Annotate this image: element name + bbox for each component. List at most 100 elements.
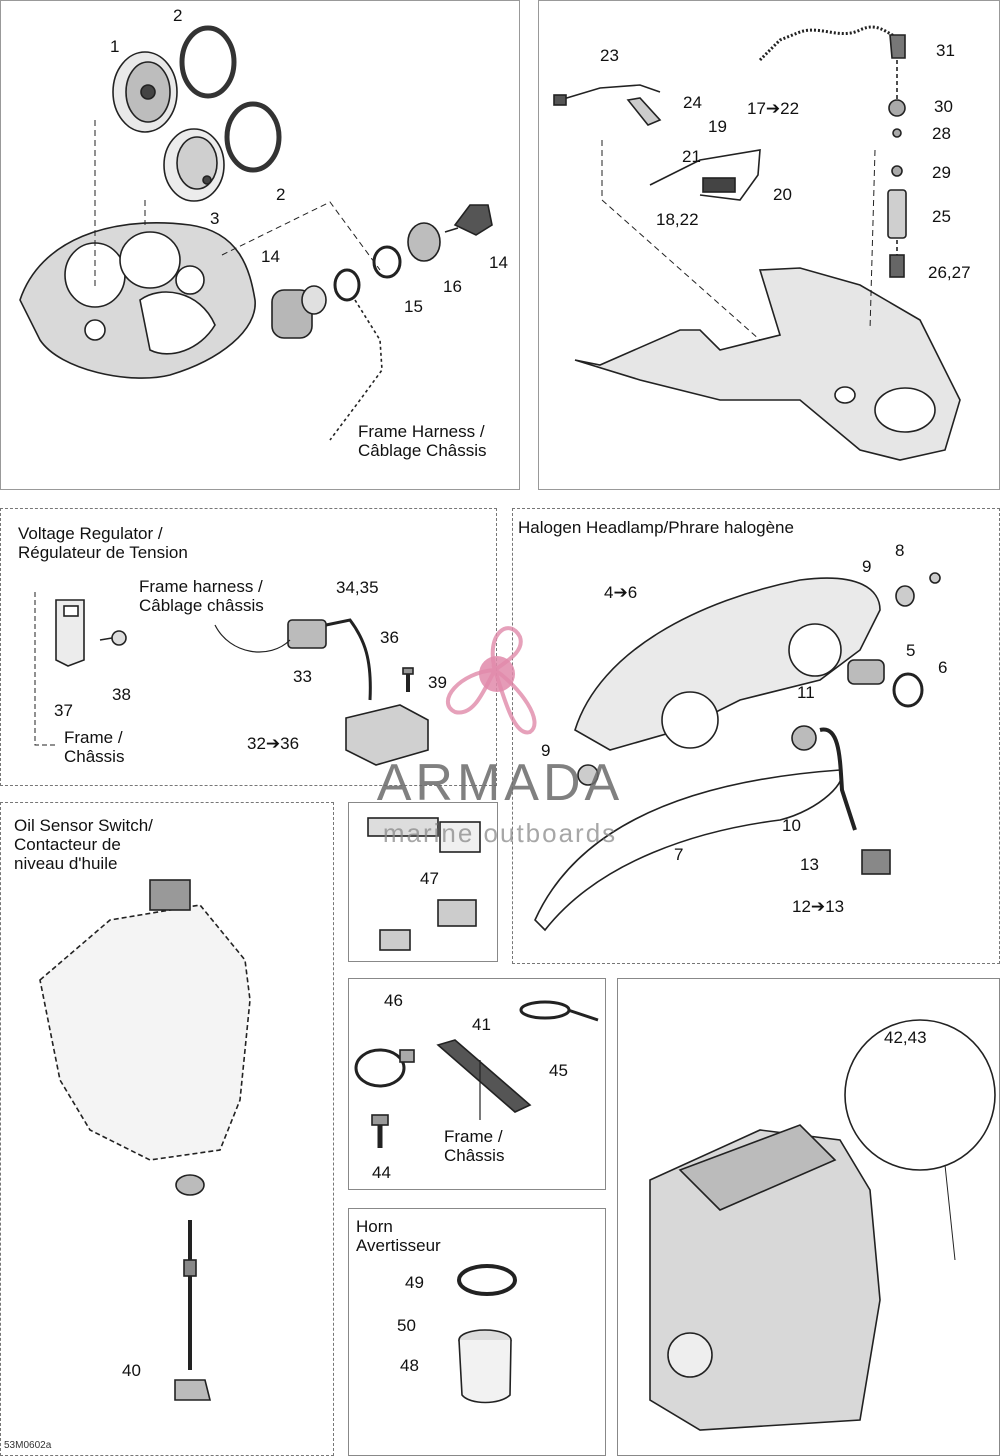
horn-title-2: Avertisseur [356,1236,441,1255]
watermark-tagline: marine outboards [382,818,618,848]
frame-chassis-b-label-2: Châssis [444,1146,505,1165]
detail-circle-art [844,1019,996,1171]
callout-48: 48 [400,1356,419,1375]
callout-24: 24 [683,93,702,112]
regulator-box-art [345,704,429,766]
callout-14: 14 [261,247,280,266]
callout-33: 33 [293,667,312,686]
socket-12-art [861,849,891,875]
callout-9: 9 [862,557,872,576]
callout-28: 28 [932,124,951,143]
callout-41: 41 [472,1015,491,1034]
callout-40: 40 [122,1361,141,1380]
watermark-propeller-logo [446,626,537,735]
callout-32-36: 32➔36 [247,734,300,753]
callout-4-6: 4➔6 [604,583,638,602]
switch-14a-art [271,285,327,339]
callout-29: 29 [932,163,951,182]
frame-chassis-b-label-1: Frame / [444,1127,503,1146]
tube-10-art [819,727,857,831]
console-housing-art [19,222,256,379]
callout-3: 3 [210,209,220,228]
voltage-regulator-title-2: Régulateur de Tension [18,543,188,562]
callout-38: 38 [112,685,131,704]
callout-44: 44 [372,1163,391,1182]
engine-art [649,1124,881,1431]
wire-23-art [553,84,661,106]
oil-sensor-title-1: Oil Sensor Switch/ [14,816,153,835]
key-14b-art [444,204,493,236]
callout-20: 20 [773,185,792,204]
callout-10: 10 [782,816,801,835]
frame-harness-label-1: Frame Harness / [358,422,485,441]
callout-6: 6 [938,658,948,677]
clamp-46-art [354,1048,415,1088]
horn-ring-49-art [457,1264,517,1296]
retainer-6-art [892,672,924,708]
voltage-regulator-title-1: Voltage Regulator / [18,524,163,543]
callout-36: 36 [380,628,399,647]
callout-37: 37 [54,701,73,720]
callout-2: 2 [276,185,286,204]
frame-harness-label-2: Câblage Châssis [358,441,487,460]
watermark-brand: ARMADA [376,754,624,812]
connector-47-art [367,817,481,951]
spring-cable-31-art [758,25,906,62]
callout-31: 31 [936,41,955,60]
callout-15: 15 [404,297,423,316]
bulb-5-art [847,659,885,685]
callout-49: 49 [405,1273,424,1292]
switch-stack-art [887,60,907,278]
callout-1: 1 [110,37,120,56]
frame-harness-b-label-2: Câblage châssis [139,596,264,615]
callout-47: 47 [420,869,439,888]
callout-9: 9 [541,741,551,760]
gauge-1-art [112,51,178,133]
callout-11: 11 [797,683,815,702]
frame-chassis-label-1: Frame / [64,728,123,747]
callout-30: 30 [934,97,953,116]
tie-45-art [519,1000,599,1022]
panel-fasteners [348,978,606,1190]
grommet-9b-art [577,764,599,786]
panel-gauges [0,0,520,490]
callout-34-35: 34,35 [336,578,379,597]
callout-7: 7 [674,845,684,864]
grommet-11-art [791,725,817,751]
callout-39: 39 [428,673,447,692]
sleeve-41-art [436,1039,532,1113]
callout-14: 14 [489,253,508,272]
frame-harness-b-label-1: Frame harness / [139,577,263,596]
callout-26-27: 26,27 [928,263,971,282]
nut-8-art [929,572,941,584]
callout-21: 21 [682,147,701,166]
nut-15-art [372,245,402,279]
grommet-9a-art [895,585,915,607]
callout-16: 16 [443,277,462,296]
callout-5: 5 [906,641,916,660]
callout-12-13: 12➔13 [792,897,845,916]
panel-connector [348,802,498,962]
oil-tank-art [39,879,251,1161]
frame-chassis-label-2: Châssis [64,747,125,766]
steering-cover-art [574,267,961,461]
figure-code: 53M0602a [4,1440,52,1451]
ring-terminal-art [329,268,383,441]
bracket-24-art [626,97,662,126]
callout-13: 13 [800,855,819,874]
bezel-2b-art [224,101,282,173]
panel-voltage-regulator [0,508,497,786]
tether-20-art [649,149,761,201]
screw-44-art [371,1114,389,1148]
callout-23: 23 [600,46,619,65]
gauge-3-art [163,128,225,202]
horn-48-art [458,1329,512,1404]
callout-8: 8 [895,541,905,560]
oil-sensor-title-3: niveau d'huile [14,854,118,873]
callout-2: 2 [173,6,183,25]
screw-39-art [402,667,414,692]
callout-19: 19 [708,117,727,136]
halogen-headlamp-title: Halogen Headlamp/Phrare halogène [518,518,794,537]
callout-18-22: 18,22 [656,210,699,229]
